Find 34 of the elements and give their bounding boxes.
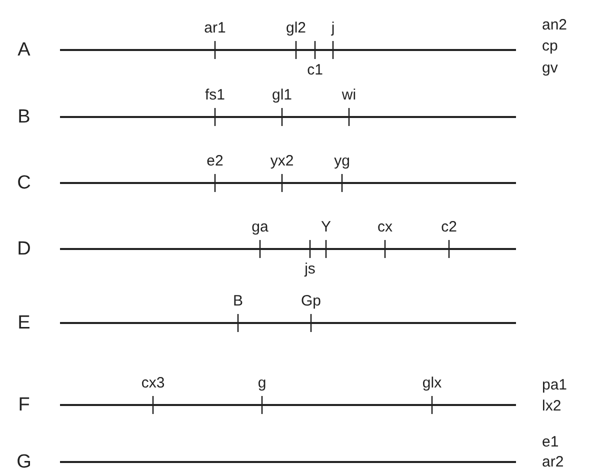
marker-label: cx3 bbox=[141, 374, 165, 392]
marker-label: yx2 bbox=[270, 152, 294, 170]
marker-label: gv bbox=[542, 60, 558, 76]
group-label: A bbox=[18, 40, 30, 60]
marker-label: e1 bbox=[542, 434, 559, 450]
marker-label: Gp bbox=[301, 292, 321, 310]
marker-label: cx bbox=[378, 218, 392, 236]
marker-label: Y bbox=[321, 218, 331, 236]
marker-label: B bbox=[233, 292, 243, 310]
marker-label: gl2 bbox=[286, 20, 306, 36]
marker-label: ar2 bbox=[542, 454, 564, 470]
group-label: C bbox=[17, 172, 31, 194]
group-label: F bbox=[18, 394, 30, 416]
group-label: B bbox=[18, 106, 30, 128]
group-label: E bbox=[18, 312, 30, 334]
marker-label: pa1 bbox=[542, 376, 568, 394]
marker-label: gl1 bbox=[272, 86, 292, 104]
marker-label: lx2 bbox=[542, 398, 562, 414]
group-label: D bbox=[17, 238, 31, 260]
marker-label: ga bbox=[252, 218, 268, 236]
group-label: G bbox=[16, 452, 32, 470]
marker-label: glx bbox=[422, 374, 442, 392]
marker-label: e2 bbox=[206, 152, 224, 170]
marker-label: js bbox=[304, 260, 316, 278]
marker-label: cp bbox=[542, 38, 558, 54]
marker-label: yg bbox=[334, 152, 350, 170]
marker-label: j bbox=[331, 20, 335, 36]
marker-label: wi bbox=[342, 86, 356, 104]
marker-label: c2 bbox=[441, 218, 457, 236]
marker-label: an2 bbox=[542, 16, 568, 34]
marker-label: c1 bbox=[307, 62, 323, 78]
marker-label: g bbox=[258, 374, 266, 392]
marker-label: fs1 bbox=[205, 86, 225, 104]
marker-label: ar1 bbox=[204, 20, 226, 36]
